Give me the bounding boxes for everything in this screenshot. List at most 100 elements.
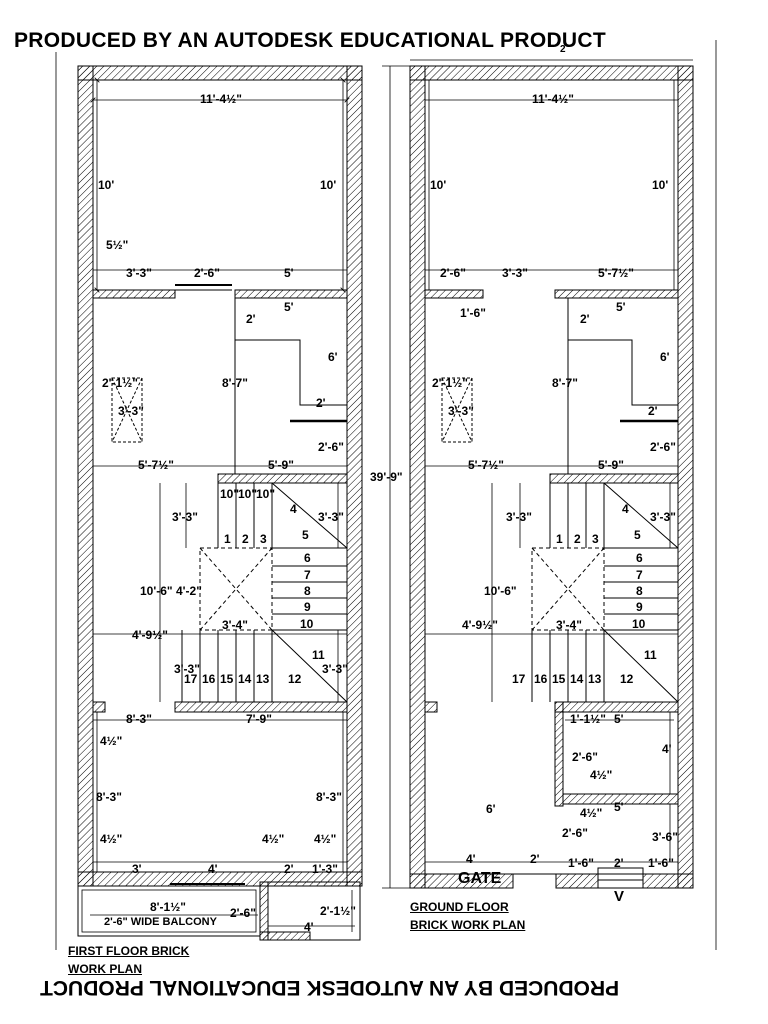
gf-step-8: 8 [636,584,643,598]
gf-step-14: 14 [570,672,584,686]
gf-dim-three-three-b: 3'-3" [506,510,532,524]
ff-dim-ten-b: 10" [238,487,258,501]
gf-dim-two-c: 2' [530,852,540,866]
ff-dim-ten-c: 10" [256,487,276,501]
gf-step-16: 16 [534,672,548,686]
ff-dim-three-three-a: 3'-3" [118,404,144,418]
gf-dim-room-left: 10' [430,178,447,192]
ff-dim-seven-nine: 7'-9" [246,712,272,726]
ff-dim-seg3: 5' [284,266,294,280]
gf-dim-five-b: 5' [614,712,624,726]
ff-dim-five-seven: 5'-7½" [138,458,174,472]
gf-dim-three-four: 3'-4" [556,618,582,632]
gf-step-10: 10 [632,617,646,631]
gf-dim-four: 4' [662,742,672,756]
gf-step-5: 5 [634,528,641,542]
ff-dim-eight-three-c: 8'-3" [316,790,342,804]
ff-step-12: 12 [288,672,302,686]
ff-dim-top-width: 11'-4½" [200,92,242,106]
ff-step-11: 11 [312,648,325,662]
ff-dim-three-three-d: 3'-3" [174,662,200,676]
ff-dim-eight-three-b: 8'-3" [96,790,122,804]
gf-dim-two-d: 2' [614,856,624,870]
ff-dim-three-three-c: 3'-3" [318,510,344,524]
ff-dim-four-nine: 4'-9½" [132,628,168,642]
ff-dim-seg2: 2'-6" [194,266,220,280]
gf-dim-two-six: 2'-6" [650,440,676,454]
gf-dim-overall: 39'-9" [370,470,403,484]
ff-dim-two-one-b: 2'-1½" [320,904,356,918]
gf-dim-one-six-b: 1'-6" [568,856,594,870]
gf-step-4: 4 [622,502,629,516]
gf-dim-two-six-b: 2'-6" [572,750,598,764]
gf-dim-five-c: 5' [614,800,624,814]
gf-dim-two-b: 2' [648,404,658,418]
ff-title-line1: FIRST FLOOR BRICK [68,944,190,958]
ff-dim-eight-seven: 8'-7" [222,376,248,390]
ff-dim-four-two: 4'-2" [176,584,202,598]
ff-step-6: 6 [304,551,311,565]
gf-dim-seg3: 5'-7½" [598,266,634,280]
gf-dim-two-six-c: 2'-6" [562,826,588,840]
ff-dim-seg1: 3'-3" [126,266,152,280]
gf-dim-four-half: 4½" [590,768,613,782]
ff-step-9: 9 [304,600,311,614]
ff-dim-three-four: 3'-4" [222,618,248,632]
gf-dim-two: 2' [580,312,590,326]
gf-dim-five: 5' [616,300,626,314]
gf-step-11: 11 [644,648,657,662]
ff-step-16: 16 [202,672,216,686]
gf-v-label: V [614,888,625,905]
gf-title-line1: GROUND FLOOR [410,900,509,914]
ff-balcony-label: 2'-6" WIDE BALCONY [104,916,217,928]
gf-dim-seg2: 3'-3" [502,266,528,280]
ff-step-2: 2 [242,532,249,546]
ff-dim-ten-a: 10" [220,487,240,501]
ground-floor-plan [382,59,694,889]
ff-step-15: 15 [220,672,234,686]
watermark-bottom-mirrored: PRODUCED BY AN AUTODESK EDUCATIONAL PROD… [40,976,620,999]
gf-step-9: 9 [636,600,643,614]
ff-step-4: 4 [290,502,297,516]
ff-dim-four-half-a: 4½" [100,734,123,748]
gf-step-13: 13 [588,672,602,686]
gf-step-15: 15 [552,672,566,686]
gf-dim-top-frac: 2 [560,44,566,55]
gf-step-6: 6 [636,551,643,565]
gf-step-3: 3 [592,532,599,546]
gf-dim-five-nine: 5'-9" [598,458,624,472]
watermark-top: PRODUCED BY AN AUTODESK EDUCATIONAL PROD… [14,29,606,52]
ff-dim-three-three-e: 3'-3" [322,662,348,676]
ff-step-7: 7 [304,568,311,582]
ff-dim-four-b: 4' [304,920,314,934]
gf-dim-two-one: 2'-1½" [432,376,468,390]
ff-step-1: 1 [224,532,231,546]
ff-dim-five-nine: 5'-9" [268,458,294,472]
ff-dim-two-b: 2' [316,396,326,410]
ff-dim-two: 2' [246,312,256,326]
ff-dim-room-right: 10' [320,178,337,192]
gf-dim-one-six: 1'-6" [460,306,486,320]
gf-dim-six: 6' [660,350,670,364]
ff-step-3: 3 [260,532,267,546]
gf-gate-label: GATE [458,870,502,887]
gf-step-7: 7 [636,568,643,582]
ff-dim-room-left: 10' [98,178,115,192]
ff-step-10: 10 [300,617,314,631]
gf-dim-three-three-c: 3'-3" [650,510,676,524]
gf-title-line2: BRICK WORK PLAN [410,918,526,932]
ff-dim-eight-one: 8'-1½" [150,900,186,914]
ff-dim-two-six: 2'-6" [318,440,344,454]
ff-dim-one-three: 1'-3" [312,862,338,876]
ff-dim-four: 4' [208,862,218,876]
gf-dim-four-nine: 4'-9½" [462,618,498,632]
ff-dim-two-six-b: 2'-6" [230,906,256,920]
gf-dim-six-b: 6' [486,802,496,816]
ff-dim-top-5: 5' [284,300,294,314]
gf-dim-three-three-a: 3'-3" [448,404,474,418]
ff-title-line2: WORK PLAN [68,962,142,976]
gf-dim-five-seven: 5'-7½" [468,458,504,472]
gf-dim-four-b: 4' [466,852,476,866]
gf-step-1: 1 [556,532,563,546]
